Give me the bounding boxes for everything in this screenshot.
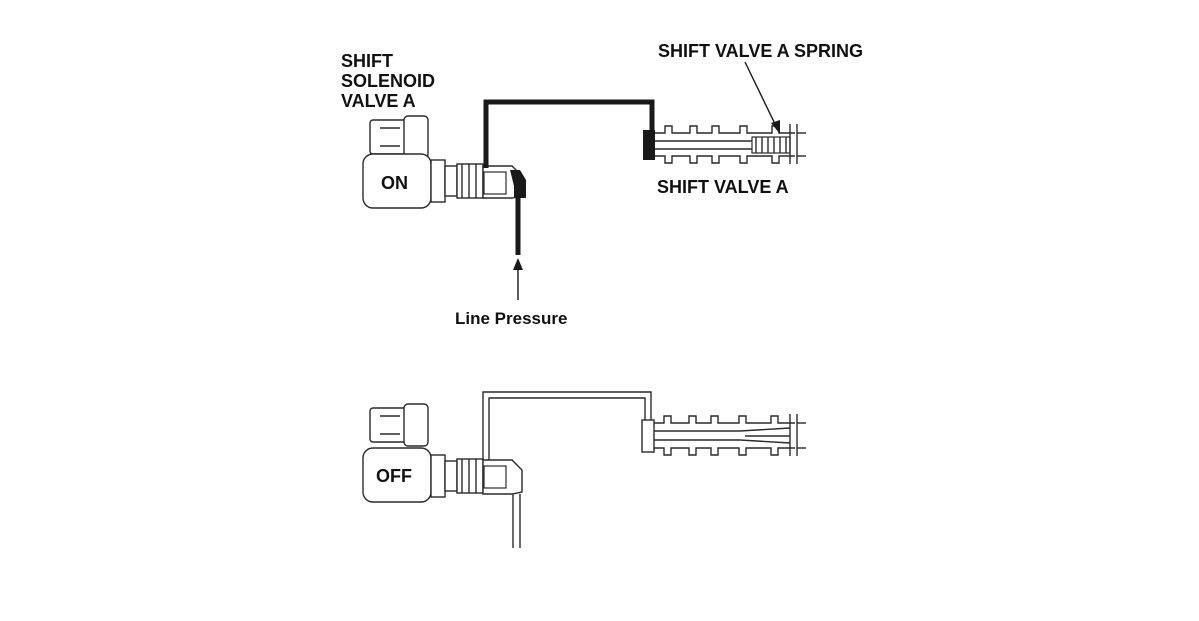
pressure-port-on <box>510 170 526 198</box>
state-label-on: ON <box>381 173 408 193</box>
off-state-assembly: OFF <box>362 391 806 548</box>
solenoid-label-line3: VALVE A <box>341 91 416 111</box>
solenoid-label-line2: SOLENOID <box>341 71 435 91</box>
line-pressure-arrow-icon <box>513 258 523 270</box>
state-label-off: OFF <box>376 466 412 486</box>
shift-valve-off <box>641 414 806 456</box>
solenoid-neck-on <box>430 159 484 203</box>
valve-label: SHIFT VALVE A <box>657 177 789 197</box>
pressure-line-to-valve-off-inner <box>488 397 646 460</box>
pressure-line-to-valve-on <box>483 99 655 168</box>
solenoid-connector-off <box>369 403 429 447</box>
solenoid-plunger-on <box>483 171 507 195</box>
shift-valve-end-cap-on <box>643 130 655 160</box>
spring-label: SHIFT VALVE A SPRING <box>658 41 863 61</box>
shift-valve-spring-on <box>751 136 791 154</box>
pressure-line-to-valve-off <box>482 391 652 460</box>
spring-leader-line <box>744 61 777 127</box>
shift-valve-spring-off <box>739 427 791 444</box>
solenoid-connector-on <box>369 115 429 159</box>
spring-arrow-icon <box>771 120 780 134</box>
on-state-assembly: ON Line Pressure <box>362 61 806 328</box>
solenoid-neck-off <box>430 454 484 498</box>
solenoid-plunger-off <box>483 465 507 489</box>
shift-valve-on <box>643 124 806 164</box>
line-pressure-label: Line Pressure <box>455 309 567 328</box>
solenoid-label-line1: SHIFT <box>341 51 393 71</box>
